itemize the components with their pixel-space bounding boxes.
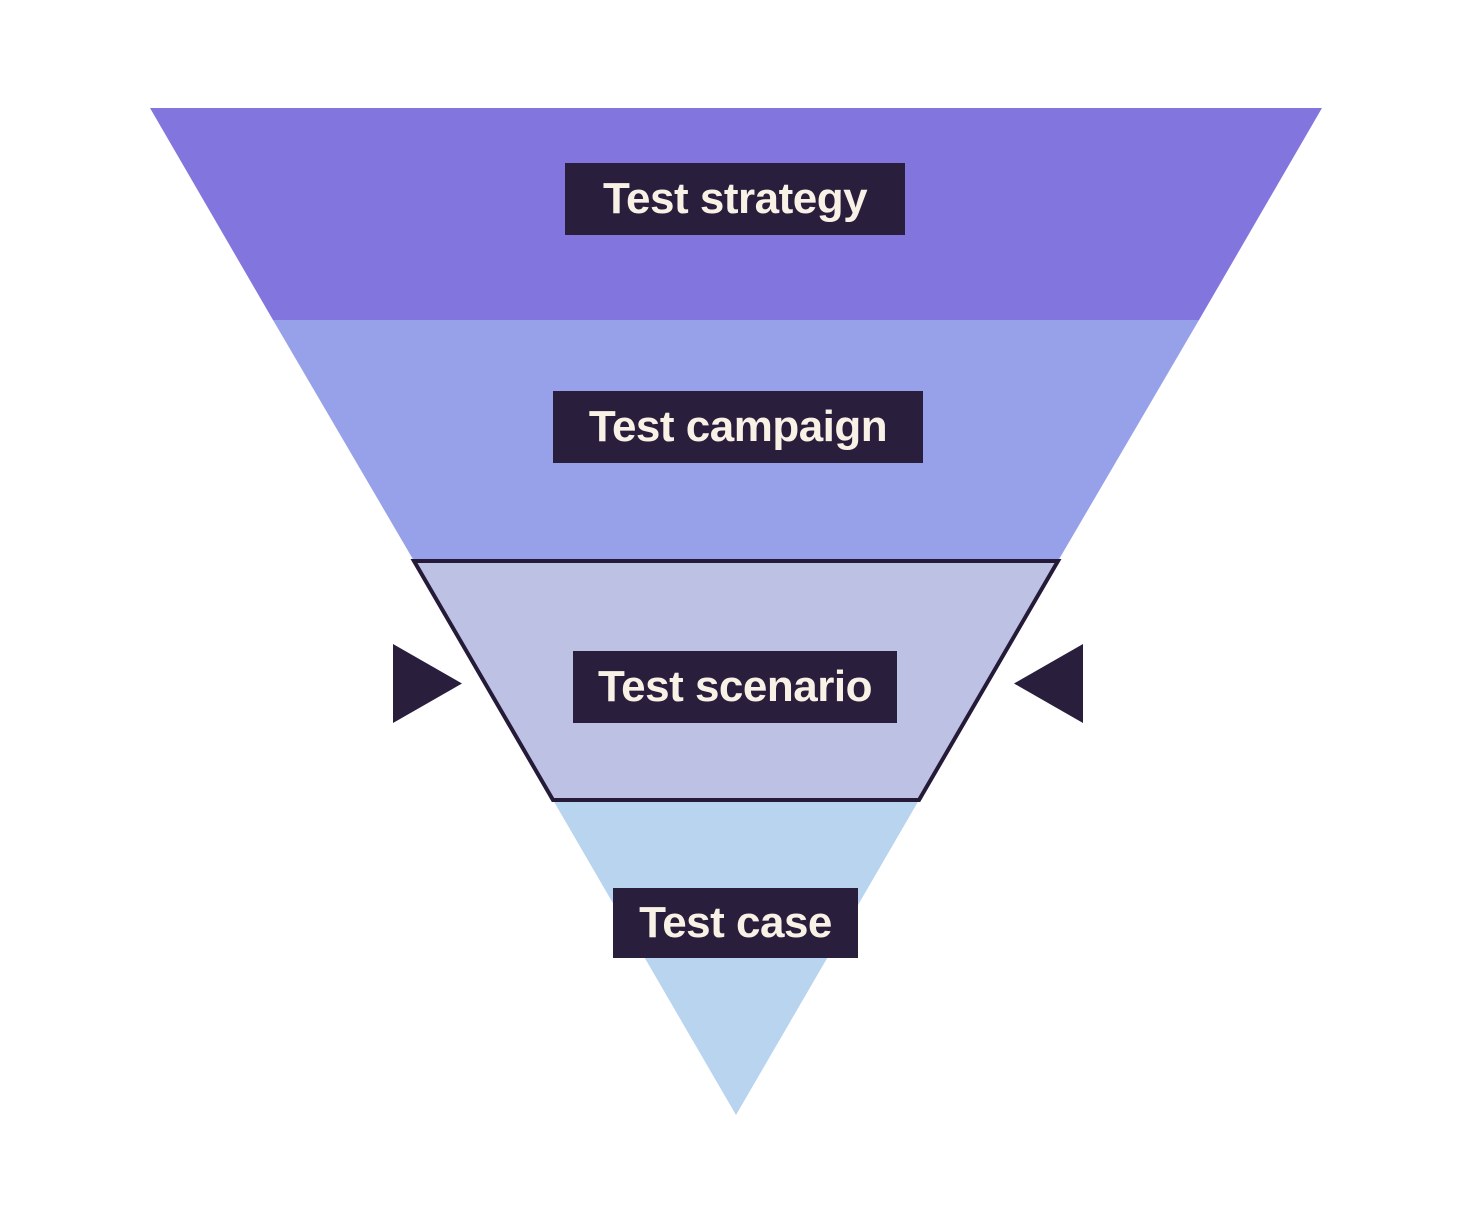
arrow-right-icon bbox=[393, 644, 462, 723]
label-test-strategy: Test strategy bbox=[565, 163, 905, 235]
label-test-scenario: Test scenario bbox=[573, 651, 897, 723]
label-test-case: Test case bbox=[613, 888, 858, 958]
label-test-campaign: Test campaign bbox=[553, 391, 923, 463]
arrow-left-icon bbox=[1014, 644, 1083, 723]
